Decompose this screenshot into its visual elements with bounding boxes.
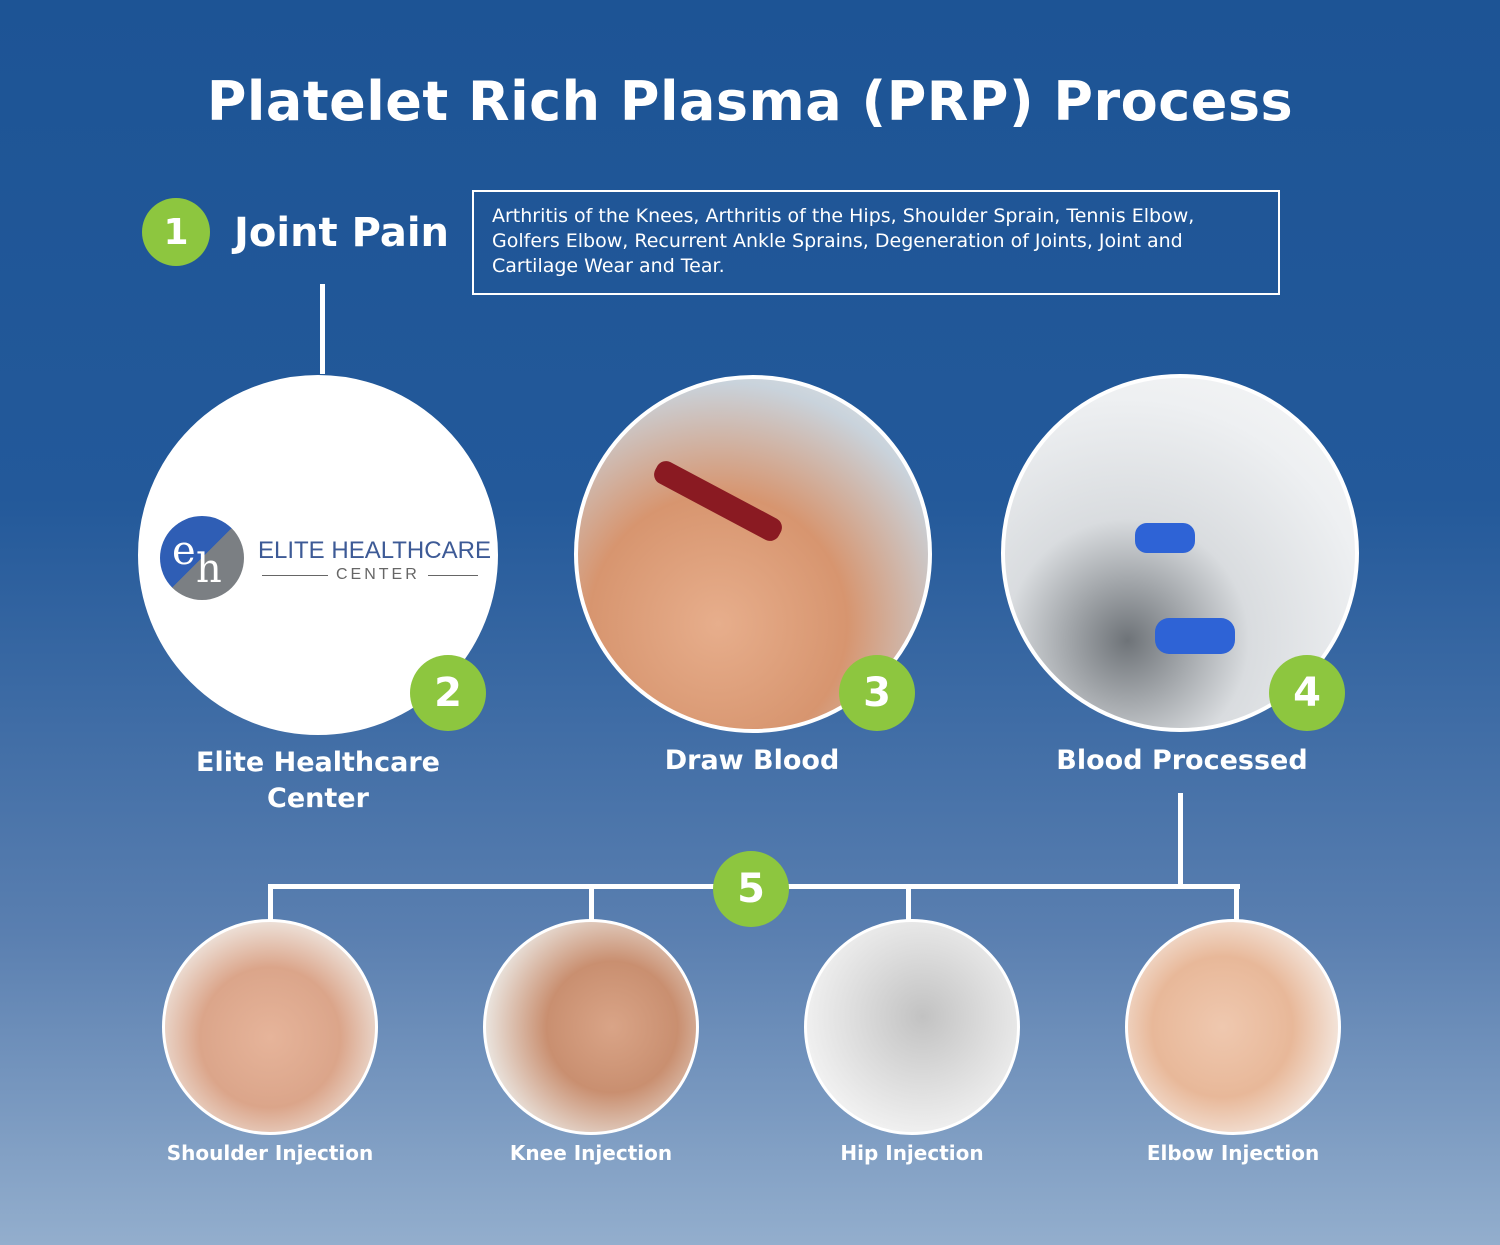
connector-line bbox=[320, 284, 325, 374]
shoulder-injection-label: Shoulder Injection bbox=[166, 1141, 374, 1165]
page-title: Platelet Rich Plasma (PRP) Process bbox=[206, 70, 1294, 133]
hip-injection-label: Hip Injection bbox=[840, 1141, 984, 1165]
step-5-badge: 5 bbox=[713, 851, 789, 927]
elbow-injection-photo bbox=[1125, 919, 1341, 1135]
step-2-label-line1: Elite Healthcare bbox=[196, 747, 440, 778]
step-2-badge: 2 bbox=[410, 655, 486, 731]
connector-line bbox=[1178, 793, 1183, 889]
syringe-icon bbox=[650, 457, 786, 545]
step-2-label: Elite Healthcare Center bbox=[168, 745, 468, 817]
conditions-box: Arthritis of the Knees, Arthritis of the… bbox=[472, 190, 1280, 295]
step-4-badge: 4 bbox=[1269, 655, 1345, 731]
elbow-injection-label: Elbow Injection bbox=[1146, 1141, 1320, 1165]
step-1-badge: 1 bbox=[142, 198, 210, 266]
step-4-label: Blood Processed bbox=[1056, 745, 1308, 776]
blood-processing-photo bbox=[1001, 374, 1359, 732]
step-1-label: Joint Pain bbox=[234, 210, 450, 256]
logo-sub: CENTER bbox=[328, 566, 428, 584]
elite-healthcare-logo-circle: e h ELITE HEALTHCARE CENTER bbox=[138, 375, 498, 735]
hip-injection-photo bbox=[804, 919, 1020, 1135]
step-3-badge: 3 bbox=[839, 655, 915, 731]
connector-line bbox=[906, 884, 911, 920]
connector-line bbox=[1234, 884, 1239, 920]
shoulder-injection-photo bbox=[162, 919, 378, 1135]
step-3-label: Draw Blood bbox=[664, 745, 840, 776]
gloved-hand-icon bbox=[1135, 523, 1195, 553]
connector-line bbox=[268, 884, 273, 920]
gloved-hand-icon bbox=[1155, 618, 1235, 654]
knee-injection-photo bbox=[483, 919, 699, 1135]
knee-injection-label: Knee Injection bbox=[509, 1141, 673, 1165]
logo-name: ELITE HEALTHCARE bbox=[258, 537, 491, 564]
step-2-label-line2: Center bbox=[267, 783, 369, 814]
connector-line bbox=[589, 884, 594, 920]
ehc-logo-mark-icon: e h bbox=[160, 516, 244, 600]
